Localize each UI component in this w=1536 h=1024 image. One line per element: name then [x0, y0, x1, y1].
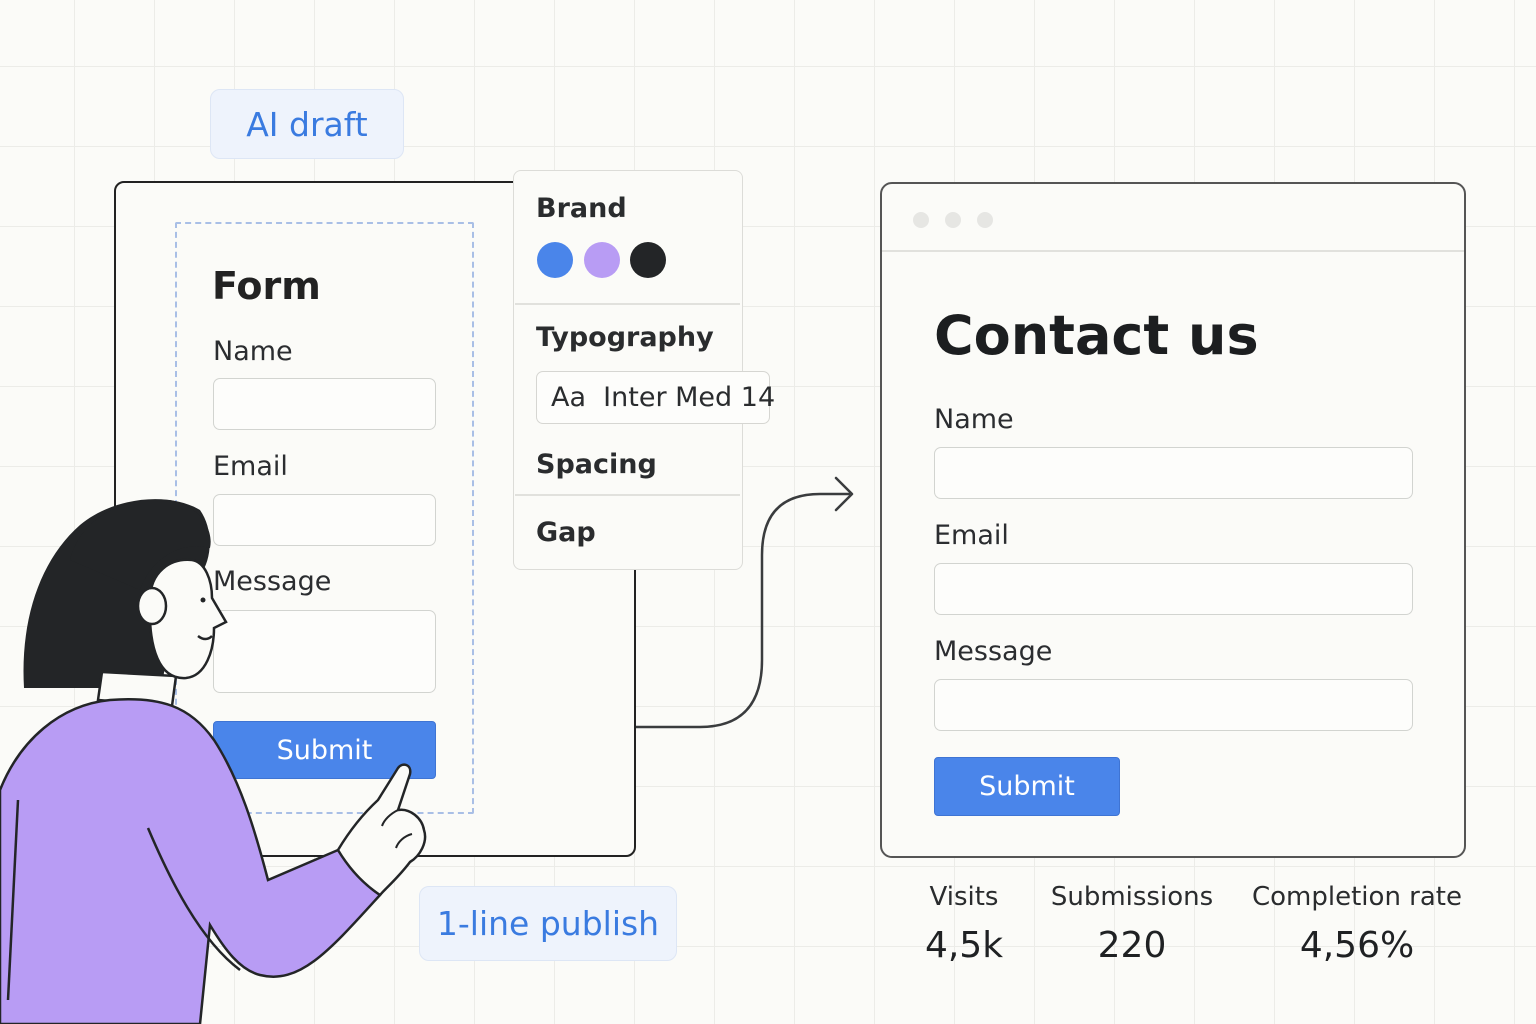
shirt-icon: [0, 697, 382, 1024]
window-dot-icon: [913, 212, 929, 228]
ai-draft-label: AI draft: [246, 104, 368, 144]
typography-section-title: Typography: [536, 322, 714, 353]
brand-color-swatch-black[interactable]: [630, 242, 666, 278]
stat-submissions-value: 220: [1097, 925, 1167, 966]
stat-visits-label: Visits: [929, 882, 999, 912]
gap-section-title[interactable]: Gap: [536, 517, 596, 548]
preview-message-input[interactable]: [934, 679, 1413, 731]
typography-select[interactable]: Aa Inter Med 14: [536, 371, 775, 424]
publish-label: 1-line publish: [436, 904, 660, 943]
stat-visits-value: 4,5k: [924, 925, 1004, 966]
builder-form-title: Form: [212, 264, 321, 308]
typography-value: Aa Inter Med 14: [551, 382, 776, 413]
preview-email-label: Email: [934, 520, 1009, 551]
stat-completion-label: Completion rate: [1252, 882, 1462, 912]
properties-panel: [513, 170, 743, 570]
panel-divider: [515, 303, 740, 305]
builder-email-field[interactable]: [213, 494, 436, 546]
brand-section-title: Brand: [536, 193, 627, 224]
stat-submissions-label: Submissions: [1050, 882, 1214, 912]
preview-email-input[interactable]: [934, 563, 1413, 615]
panel-divider: [515, 494, 740, 496]
spacing-section-title[interactable]: Spacing: [536, 449, 657, 480]
preview-page-title: Contact us: [934, 304, 1259, 367]
builder-submit-label: Submit: [276, 734, 373, 766]
brand-color-swatch-blue[interactable]: [537, 242, 573, 278]
builder-message-label: Message: [213, 566, 332, 597]
stat-completion-value: 4,56%: [1299, 925, 1415, 966]
publish-badge: 1-line publish: [419, 886, 677, 961]
pointing-hand-icon: [336, 763, 427, 897]
preview-name-label: Name: [934, 404, 1014, 435]
ai-draft-badge: AI draft: [210, 89, 404, 159]
window-dot-icon: [945, 212, 961, 228]
builder-message-field[interactable]: [213, 610, 436, 693]
window-titlebar-divider: [882, 250, 1464, 252]
builder-name-field[interactable]: [213, 378, 436, 430]
person-illustration: [0, 499, 427, 1024]
preview-submit-button[interactable]: Submit: [934, 757, 1120, 816]
builder-email-label: Email: [213, 451, 288, 482]
preview-message-label: Message: [934, 636, 1053, 667]
browser-preview-window: [880, 182, 1466, 858]
preview-submit-label: Submit: [979, 771, 1075, 802]
brand-color-swatch-purple[interactable]: [584, 242, 620, 278]
preview-name-input[interactable]: [934, 447, 1413, 499]
builder-name-label: Name: [213, 336, 293, 367]
window-dot-icon: [977, 212, 993, 228]
